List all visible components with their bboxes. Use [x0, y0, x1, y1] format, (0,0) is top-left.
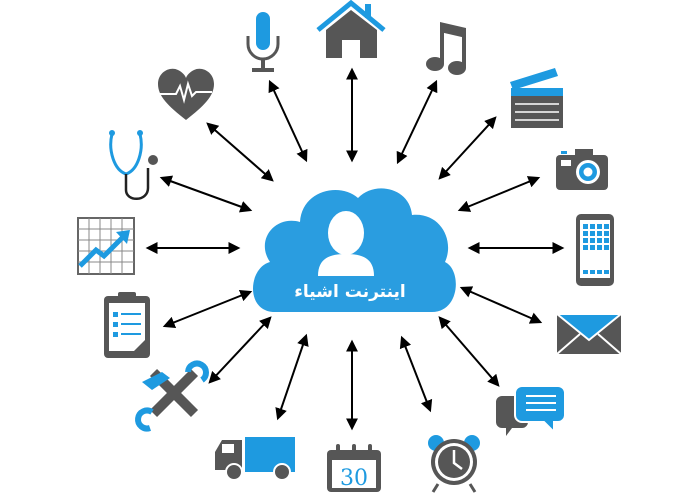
microphone-icon	[246, 12, 280, 72]
calendar-icon: 30	[327, 444, 381, 492]
envelope-icon	[554, 313, 624, 355]
truck-icon	[215, 437, 295, 481]
smartphone-icon	[576, 214, 614, 286]
center-cloud-label: اینترنت اشیاء	[294, 282, 406, 302]
heart-pulse-icon	[158, 68, 214, 120]
user-cloud-icon	[318, 211, 374, 276]
clapperboard-icon	[510, 68, 563, 128]
calendar-date: 30	[340, 466, 368, 491]
alarm-clock-icon	[428, 435, 480, 493]
app-grid	[583, 224, 609, 274]
home-icon	[316, 0, 386, 58]
connection-arrows	[145, 67, 565, 431]
stethoscope-icon	[109, 130, 158, 200]
music-note-icon	[426, 22, 466, 75]
chat-bubbles-icon	[496, 385, 566, 436]
clipboard-checklist-icon	[104, 292, 150, 358]
wrench-hammer-icon	[135, 360, 209, 432]
camera-icon	[556, 149, 608, 190]
chart-growth-icon	[77, 217, 135, 275]
center-cloud	[252, 188, 456, 312]
